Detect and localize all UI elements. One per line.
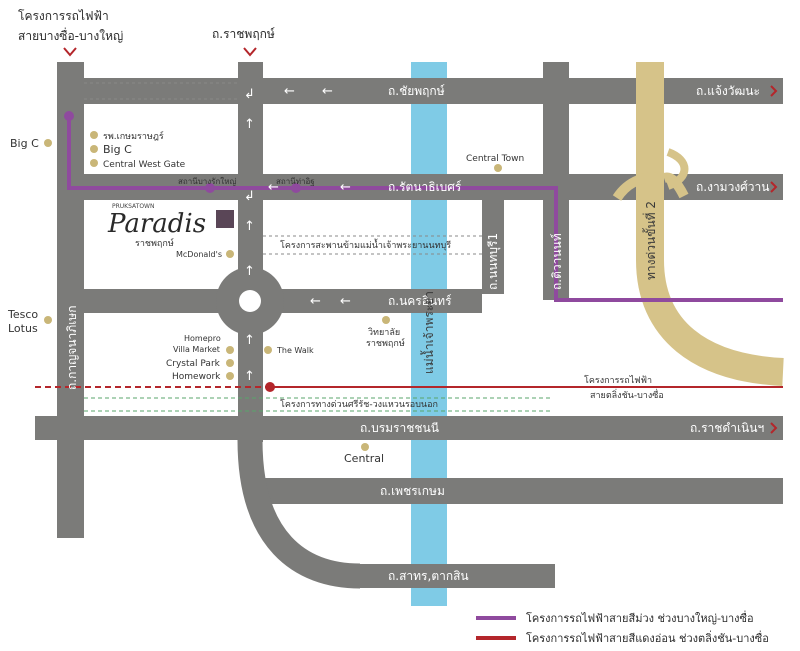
poi-dot (226, 372, 234, 380)
poi-dot (90, 145, 98, 153)
poi-dot (44, 316, 52, 324)
poi-crystal-park: Crystal Park (166, 359, 221, 369)
arrow-up-icon: ↑ (244, 264, 255, 279)
poi-dot (361, 443, 369, 451)
label-sathorn-taksin: ถ.สาทร,ตากสิน (388, 569, 469, 583)
label-borommaratchachonnani: ถ.บรมราชชนนี (360, 421, 439, 435)
purple-line-start (64, 111, 74, 121)
arrow-up-icon: ↑ (244, 333, 255, 348)
poi-big-c-left: Big C (10, 137, 39, 150)
poi-homepro: Homepro (184, 334, 221, 343)
station-bang-rak-yai (205, 183, 215, 193)
label-nonthaburi1: ถ.นนทบุรี1 (486, 233, 501, 290)
legend-red-label: โครงการรถไฟฟ้าสายสีแดงอ่อน ช่วงตลิ่งชัน-… (526, 630, 769, 645)
label-tiwanon: ถ.ติวานนท์ (550, 233, 564, 290)
expressway-loop (612, 172, 658, 201)
poi-dot (226, 250, 234, 258)
brand-top: PRUKSATOWN (112, 203, 154, 210)
poi-villa-market: Villa Market (173, 345, 220, 354)
purple-line (67, 116, 783, 302)
chao-phraya-river (411, 62, 447, 606)
label-phetkasem: ถ.เพชรเกษม (380, 484, 445, 498)
chaengwattana-chevron-icon (770, 85, 778, 97)
poi-central: Central (344, 452, 384, 465)
arrow-left-icon: ← (340, 180, 351, 195)
arrow-left-icon: ← (322, 84, 333, 99)
road-phetkasem (250, 478, 783, 504)
project-marker (216, 210, 234, 228)
poi-dot (494, 164, 502, 172)
header-train-sub: สายบางซื่อ-บางใหญ่ (18, 27, 123, 43)
poi-dot (226, 346, 234, 354)
brand-sub: ราชพฤกษ์ (135, 237, 174, 249)
poi-dot (226, 359, 234, 367)
poi-dot (44, 139, 52, 147)
arrow-left-icon: ← (310, 294, 321, 309)
arrow-left-icon: ← (340, 294, 351, 309)
poi-dot (264, 346, 272, 354)
road-ratchaphruek (238, 62, 263, 442)
direction-arrows: ← ← ← ← ← ← ↑ ↑ ↑ ↑ ↑ ↲ ↲ (244, 84, 351, 384)
poi-the-walk: The Walk (276, 346, 314, 355)
poi-homework: Homework (172, 372, 221, 382)
arrow-up-icon: ↑ (244, 219, 255, 234)
poi-central-west-gate: Central West Gate (103, 160, 186, 170)
poi-tesco: Tesco (7, 308, 38, 321)
poi-central-town: Central Town (466, 154, 524, 164)
label-ratchadamnoen: ถ.ราชดำเนินฯ (690, 421, 764, 435)
road-nonthaburi1 (482, 174, 504, 294)
label-river: แม่น้ำเจ้าพระยา (420, 291, 436, 374)
red-line-station (265, 382, 275, 392)
poi-dot (90, 131, 98, 139)
label-nakhon-in: ถ.นครอินทร์ (388, 294, 452, 308)
note-red-project-sub: สายตลิ่งชัน-บางซื่อ (590, 388, 664, 401)
arrow-left-icon: ← (268, 180, 279, 195)
ratchadamnoen-chevron-icon (770, 422, 778, 434)
note-red-project: โครงการรถไฟฟ้า (584, 375, 652, 386)
road-sathorn-taksin (355, 564, 555, 588)
road-curve-south (237, 439, 361, 589)
arrow-turn-icon: ↲ (244, 189, 255, 204)
label-rattanathibet: ถ.รัตนาธิเบศร์ (388, 180, 462, 194)
expressway-2 (636, 62, 784, 386)
header-chevron-left-icon (63, 47, 77, 57)
brand-name: Paradis (107, 209, 206, 239)
poi-college2: ราชพฤกษ์ (366, 337, 405, 349)
arrow-up-icon: ↑ (244, 117, 255, 132)
ngamwongwan-chevron-icon (770, 181, 778, 193)
header-top-road: ถ.ราชพฤกษ์ (212, 27, 275, 41)
road-borommaratchachonnani (35, 416, 783, 440)
label-station-bang-rak-yai: สถานีบางรักใหญ่ (178, 177, 236, 186)
header-train-title: โครงการรถไฟฟ้า (18, 9, 109, 23)
station-tha-it (291, 183, 301, 193)
label-station-tha-it: สถานีท่าอิฐ (276, 177, 315, 186)
label-ngamwongwan: ถ.งามวงศ์วาน (696, 180, 769, 194)
header-chevron-right-icon (243, 47, 257, 57)
arrow-left-icon: ← (284, 84, 295, 99)
poi-mcdonalds: McDonald's (176, 250, 222, 259)
label-expressway-2: ทางด่วนขั้นที่ 2 (642, 201, 658, 280)
expressway-ramp (666, 148, 689, 190)
label-kanchanaphisek: ถ.กาญจนาภิเษก (65, 306, 79, 390)
poi-college: วิทยาลัย (368, 327, 400, 338)
poi-dot (90, 159, 98, 167)
legend-purple-label: โครงการรถไฟฟ้าสายสีม่วง ช่วงบางใหญ่-บางซ… (526, 610, 754, 625)
poi-dot (382, 316, 390, 324)
poi-kasemrad: รพ.เกษมราษฎร์ (103, 130, 164, 142)
poi-big-c: Big C (103, 143, 132, 156)
label-chaengwattana: ถ.แจ้งวัฒนะ (696, 84, 760, 98)
label-chaiyaphruek: ถ.ชัยพฤกษ์ (388, 84, 445, 98)
roundabout-center (239, 290, 261, 312)
arrow-turn-icon: ↲ (244, 87, 255, 102)
note-bridge: โครงการสะพานข้ามแม่น้ำเจ้าพระยานนทบุรี (280, 238, 451, 251)
poi-lotus: Lotus (8, 322, 38, 335)
note-expressway-project: โครงการทางด่วนศรีรัช-วงแหวนรอบนอก (280, 399, 438, 410)
arrow-up-icon: ↑ (244, 369, 255, 384)
